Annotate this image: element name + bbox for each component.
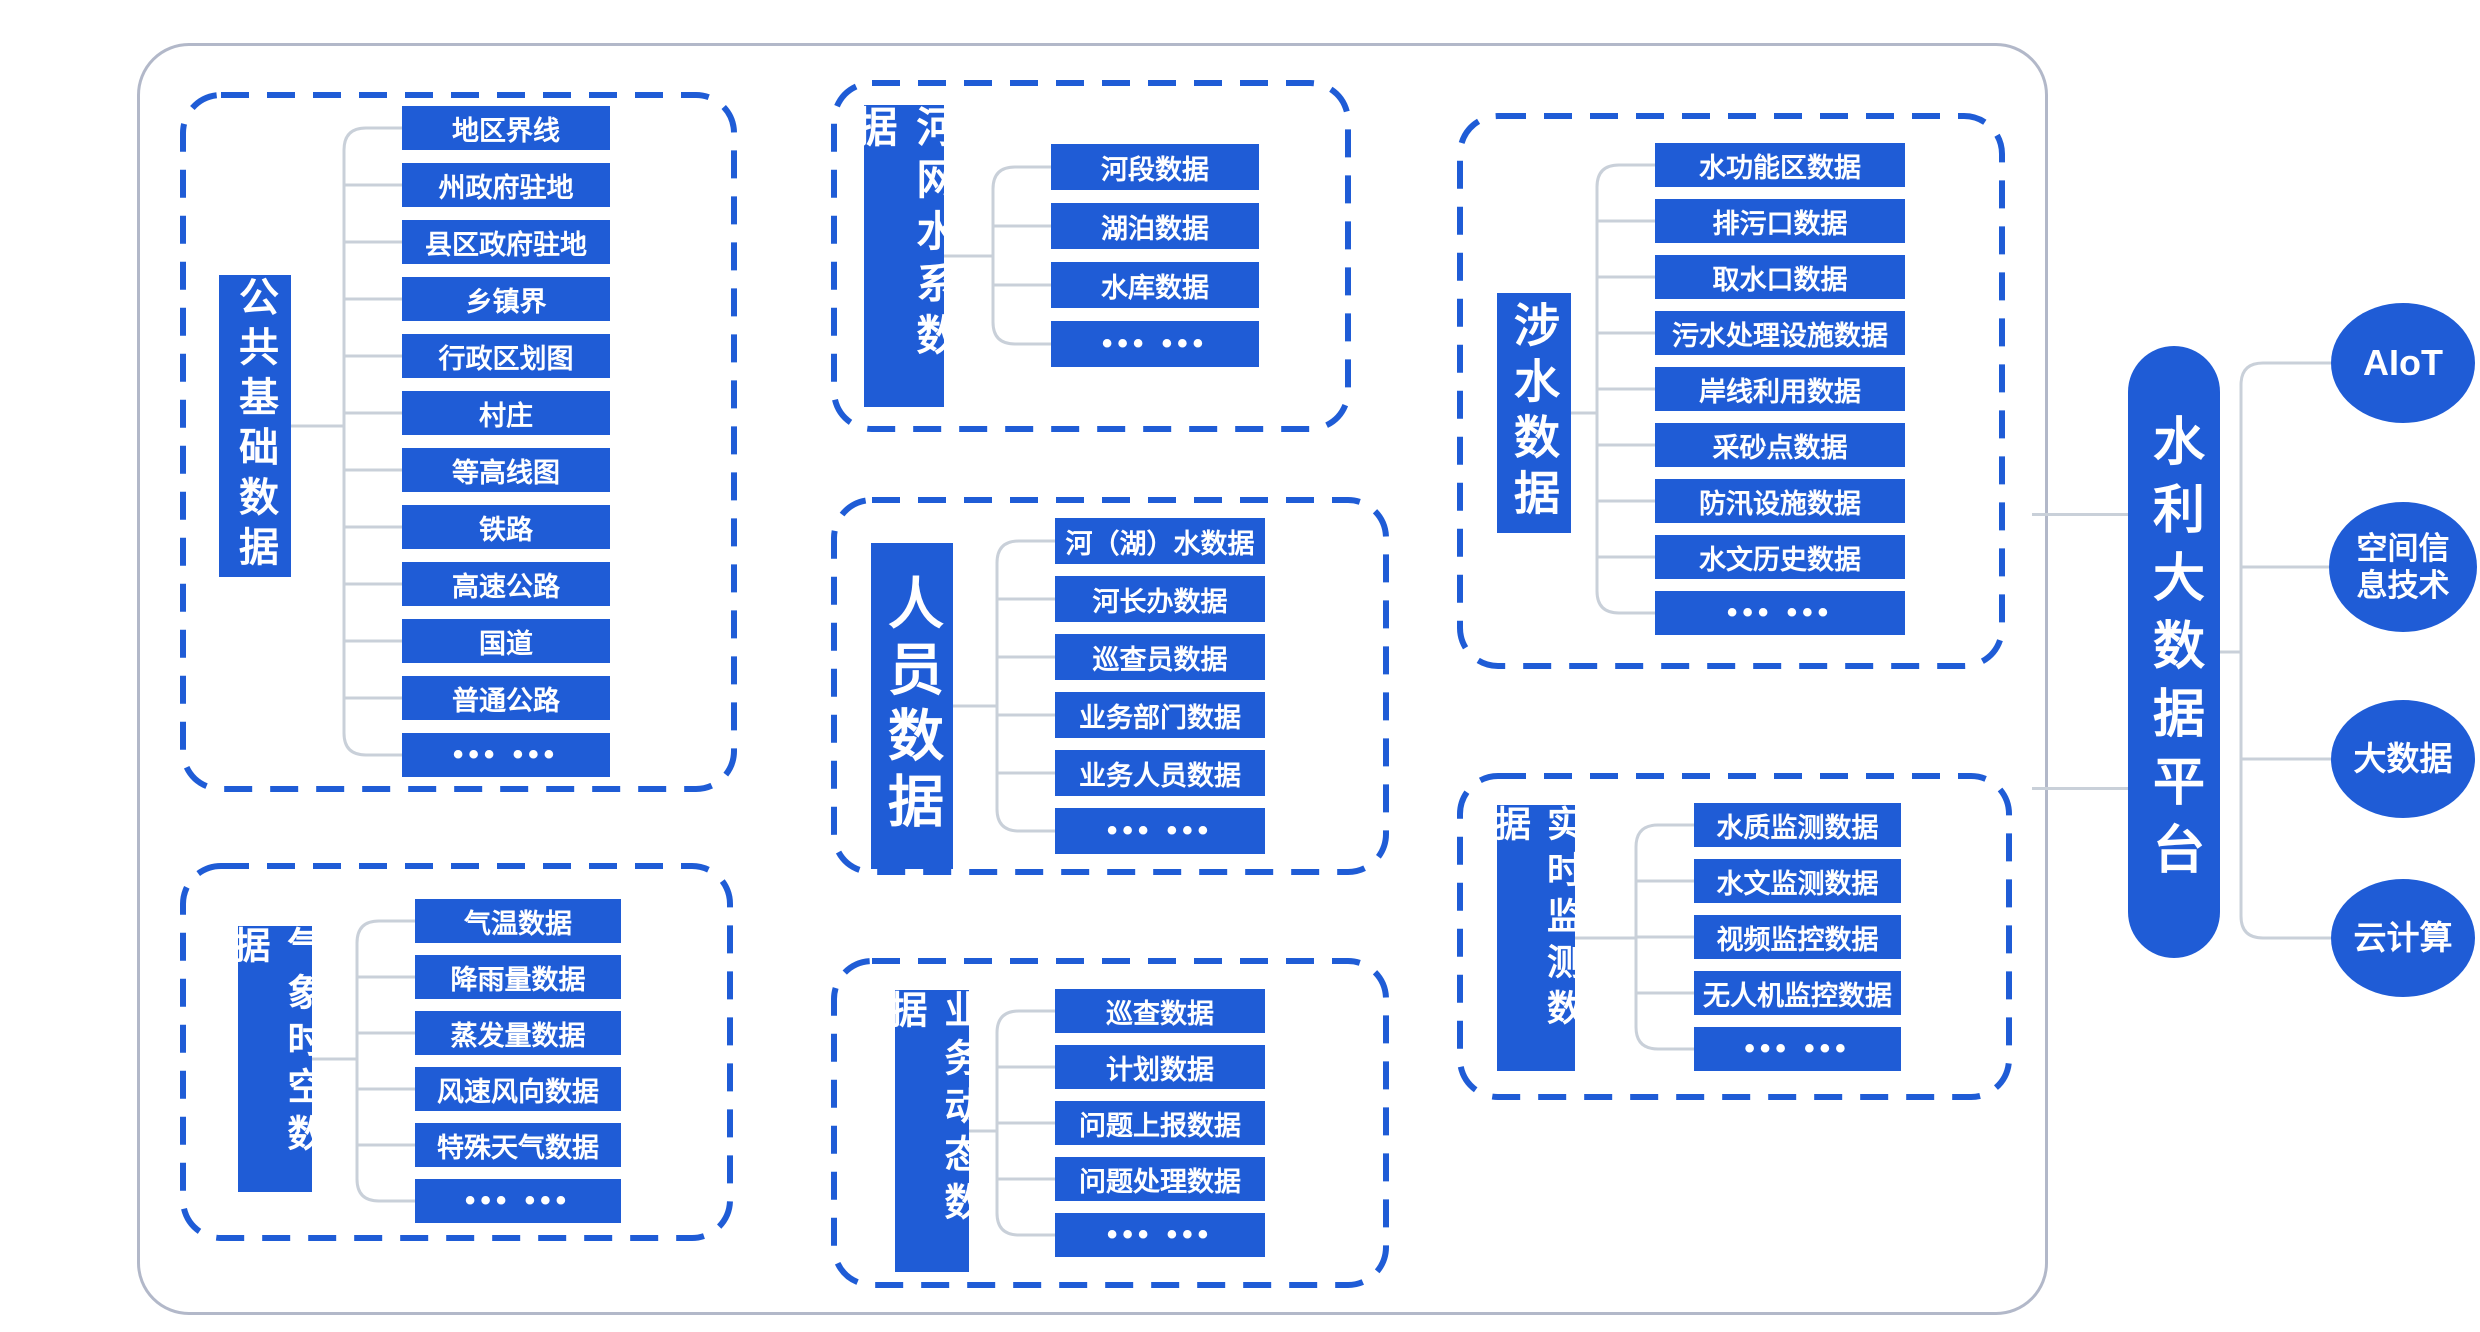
group-items: 河（湖）水数据河长办数据巡查员数据业务部门数据业务人员数据 ••• ••• [1055, 518, 1265, 854]
data-item: 防汛设施数据 [1655, 479, 1905, 523]
group-label-personnel-data: 人员数据 [871, 543, 953, 869]
data-item: 河（湖）水数据 [1055, 518, 1265, 564]
data-item-ellipsis: ••• ••• [415, 1179, 621, 1223]
data-item: 县区政府驻地 [402, 220, 610, 264]
data-item: 水质监测数据 [1694, 803, 1901, 847]
data-item: 村庄 [402, 391, 610, 435]
data-item: 风速风向数据 [415, 1067, 621, 1111]
data-item: 巡查数据 [1055, 989, 1265, 1033]
data-item: 水文历史数据 [1655, 535, 1905, 579]
data-item: 水库数据 [1051, 262, 1259, 308]
data-item-ellipsis: ••• ••• [1051, 321, 1259, 367]
container-to-platform-connector-top [2032, 513, 2128, 516]
data-item: 乡镇界 [402, 277, 610, 321]
data-item: 业务部门数据 [1055, 692, 1265, 738]
group-business-dynamic-data: 业务动态数据 巡查数据计划数据问题上报数据问题处理数据 ••• ••• [831, 958, 1389, 1288]
data-item: 等高线图 [402, 448, 610, 492]
data-item: 业务人员数据 [1055, 750, 1265, 796]
data-item: 降雨量数据 [415, 955, 621, 999]
data-item-ellipsis: ••• ••• [1055, 1213, 1265, 1257]
platform-tree: 水利大数据平台 AIoT 空间信息技术 大数据 云计算 [2100, 280, 2480, 1020]
group-label-meteorological-data: 气象时空数据 [228, 926, 323, 1192]
data-item-ellipsis: ••• ••• [1694, 1027, 1901, 1071]
group-realtime-monitoring-data: 实时监测数据 水质监测数据水文监测数据视频监控数据无人机监控数据 ••• ••• [1457, 773, 2012, 1100]
data-item: 水功能区数据 [1655, 143, 1905, 187]
data-sources-container [137, 43, 2048, 1315]
group-water-related-data: 涉水数据 水功能区数据排污口数据取水口数据污水处理设施数据岸线利用数据采砂点数据… [1457, 113, 2005, 669]
platform-node: 水利大数据平台 [2128, 346, 2220, 958]
group-items: 气温数据降雨量数据蒸发量数据风速风向数据特殊天气数据 ••• ••• [415, 899, 621, 1223]
data-item: 巡查员数据 [1055, 634, 1265, 680]
data-item: 高速公路 [402, 562, 610, 606]
data-item: 普通公路 [402, 676, 610, 720]
data-item: 州政府驻地 [402, 163, 610, 207]
data-item: 无人机监控数据 [1694, 971, 1901, 1015]
data-item: 铁路 [402, 505, 610, 549]
data-item: 问题上报数据 [1055, 1101, 1265, 1145]
group-label-river-network-data: 河网水系数据 [850, 105, 958, 407]
data-item: 气温数据 [415, 899, 621, 943]
data-item: 采砂点数据 [1655, 423, 1905, 467]
group-label-realtime-monitoring-data: 实时监测数据 [1490, 805, 1583, 1071]
data-item: 河段数据 [1051, 144, 1259, 190]
group-items: 水功能区数据排污口数据取水口数据污水处理设施数据岸线利用数据采砂点数据防汛设施数… [1655, 143, 1905, 635]
group-personnel-data: 人员数据 河（湖）水数据河长办数据巡查员数据业务部门数据业务人员数据 ••• ••… [831, 497, 1389, 875]
tech-node-big-data: 大数据 [2331, 700, 2475, 818]
group-label-business-dynamic-data: 业务动态数据 [883, 990, 980, 1272]
data-item: 排污口数据 [1655, 199, 1905, 243]
data-item: 国道 [402, 619, 610, 663]
group-label-public-basic-data: 公共基础数据 [219, 275, 291, 577]
data-item: 问题处理数据 [1055, 1157, 1265, 1201]
tech-node-spatial-info: 空间信息技术 [2329, 502, 2477, 632]
data-item: 取水口数据 [1655, 255, 1905, 299]
group-items: 巡查数据计划数据问题上报数据问题处理数据 ••• ••• [1055, 989, 1265, 1257]
data-item-ellipsis: ••• ••• [1655, 591, 1905, 635]
group-items: 地区界线州政府驻地县区政府驻地乡镇界行政区划图村庄等高线图铁路高速公路国道普通公… [402, 106, 610, 777]
data-item-ellipsis: ••• ••• [1055, 808, 1265, 854]
data-item: 特殊天气数据 [415, 1123, 621, 1167]
data-item: 岸线利用数据 [1655, 367, 1905, 411]
data-item: 污水处理设施数据 [1655, 311, 1905, 355]
data-item: 水文监测数据 [1694, 859, 1901, 903]
data-item: 湖泊数据 [1051, 203, 1259, 249]
group-public-basic-data: 公共基础数据 地区界线州政府驻地县区政府驻地乡镇界行政区划图村庄等高线图铁路高速… [180, 92, 737, 792]
group-meteorological-data: 气象时空数据 气温数据降雨量数据蒸发量数据风速风向数据特殊天气数据 ••• ••• [180, 863, 733, 1241]
group-river-network-data: 河网水系数据 河段数据湖泊数据水库数据 ••• ••• [831, 80, 1351, 432]
container-to-platform-connector-bottom [2032, 787, 2128, 790]
data-item-ellipsis: ••• ••• [402, 733, 610, 777]
data-item: 计划数据 [1055, 1045, 1265, 1089]
tech-node-cloud-computing: 云计算 [2331, 879, 2475, 997]
data-item: 行政区划图 [402, 334, 610, 378]
data-item: 视频监控数据 [1694, 915, 1901, 959]
data-item: 河长办数据 [1055, 576, 1265, 622]
data-item: 蒸发量数据 [415, 1011, 621, 1055]
group-items: 水质监测数据水文监测数据视频监控数据无人机监控数据 ••• ••• [1694, 803, 1901, 1071]
group-items: 河段数据湖泊数据水库数据 ••• ••• [1051, 144, 1259, 367]
data-item: 地区界线 [402, 106, 610, 150]
tech-node-aiot: AIoT [2331, 303, 2475, 423]
group-label-water-related-data: 涉水数据 [1497, 293, 1571, 533]
